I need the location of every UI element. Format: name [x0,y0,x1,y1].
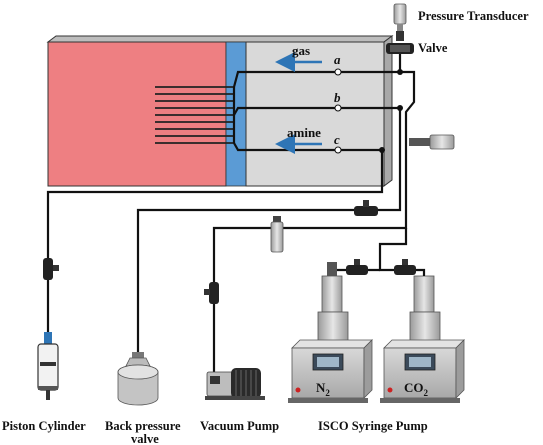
isco-pump-n2 [288,262,373,403]
port-a-label: a [334,52,341,67]
membrane [225,41,247,187]
co2-label: CO2 [404,380,429,398]
side-pressure-transducer-icon [409,134,455,150]
piston-cylinder-label: Piston Cylinder [2,419,86,433]
hollow-fiber-bundle [155,70,338,152]
vacuum-pump-label: Vacuum Pump [200,419,279,433]
line-vacuum [212,226,280,372]
port-c-marker [334,146,342,154]
valve-label: Valve [418,41,448,55]
pressure-transducer-label: Pressure Transducer [418,9,529,23]
valve-isco-left [346,259,368,275]
valve-vacuum-line [204,282,219,304]
amine-label: amine [287,125,321,140]
piston-cylinder-icon [37,332,59,400]
isco-pump-co2 [380,275,465,403]
valve-piston-line [43,258,59,280]
gas-chamber [245,41,385,187]
line-b-down [136,108,402,355]
port-a-marker [334,68,342,76]
vacuum-pump-icon [205,368,265,400]
valve-icon [386,31,414,54]
back-pressure-valve-label-line1: Back pressure [105,419,181,433]
port-b-label: b [334,90,341,105]
line-a-down [280,70,416,230]
isco-syringe-pump-label: ISCO Syringe Pump [318,419,428,433]
back-pressure-valve-label-line2: valve [131,432,159,445]
line-to-isco [378,228,420,272]
back-pressure-valve-icon [117,352,159,406]
pressure-transducer-icon [393,3,407,32]
liquid-chamber [47,41,227,187]
valve-isco-right [394,259,416,275]
n2-subscript: 2 [325,388,330,398]
n2-label: N2 [316,380,330,398]
lower-pressure-transducer-icon [270,216,284,253]
port-c-label: c [334,132,340,147]
port-b-marker [334,104,342,112]
gas-label: gas [292,43,310,58]
co2-subscript: 2 [424,388,429,398]
valve-b-line [354,200,378,216]
